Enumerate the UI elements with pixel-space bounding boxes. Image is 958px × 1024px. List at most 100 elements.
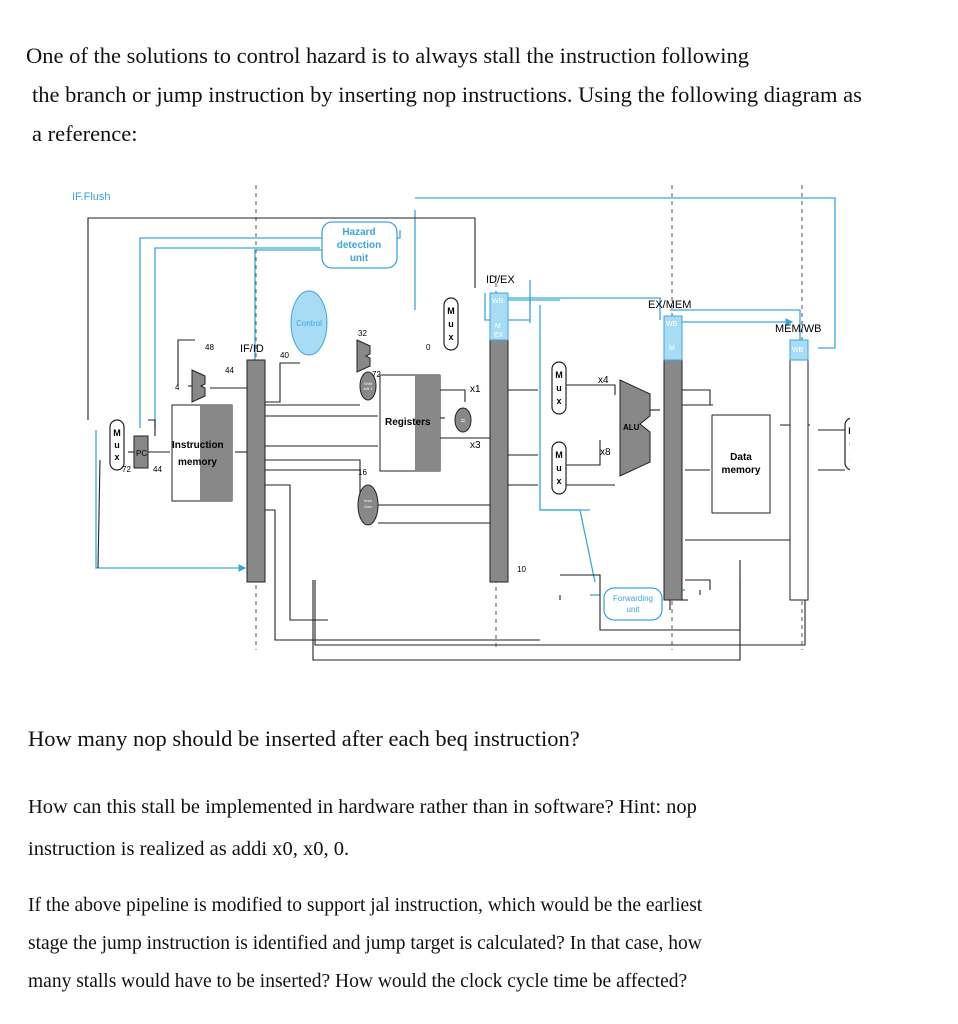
pc-mux <box>109 419 125 471</box>
id-ex-control-fields <box>489 292 509 341</box>
num-44: 44 <box>225 366 234 375</box>
pc-mux-m: M <box>113 428 121 438</box>
forwarding-unit <box>603 587 663 621</box>
num-4: 4 <box>175 383 180 392</box>
hazard-label-2: detection <box>337 240 381 251</box>
control-unit <box>290 290 328 356</box>
label-x4: x4 <box>598 375 609 386</box>
question-2-line-2: instruction is realized as addi x0, x0, … <box>28 838 350 860</box>
num-72b: 72 <box>122 465 131 474</box>
num-32: 32 <box>358 329 367 338</box>
equal-label: = <box>461 416 466 425</box>
question-3-line-2: stage the jump instruction is identified… <box>28 933 702 954</box>
forwarding-label-1: Forwarding <box>613 594 653 603</box>
forward-a-mux <box>551 361 567 415</box>
label-x1: x1 <box>470 384 481 395</box>
forward-a-mux-u: u <box>556 383 562 393</box>
dmem-label-2: memory <box>722 465 761 476</box>
num-48: 48 <box>205 343 214 352</box>
control-mux <box>443 297 459 351</box>
question-3-line-3: many stalls would have to be inserted? H… <box>28 971 688 992</box>
label-x3: x3 <box>470 440 481 451</box>
mem-wb-wb: WB <box>792 347 804 354</box>
mem-wb-register <box>789 359 809 601</box>
writeback-mux-u: u <box>849 439 850 449</box>
forward-a-mux-x: x <box>556 396 561 406</box>
imm-gen-unit <box>357 484 379 526</box>
muxes: M u x M u x M u x M u x M u x <box>109 297 850 495</box>
signal-labels: 4 48 44 40 72 72 44 32 16 0 10 x1 x3 x4 … <box>122 329 611 574</box>
if-id-label: IF/ID <box>240 343 264 355</box>
intro-line-1: One of the solutions to control hazard i… <box>26 43 749 68</box>
instruction-memory-shade <box>200 405 232 501</box>
forward-b-mux-m: M <box>555 450 563 460</box>
alu-label: ALU <box>623 423 640 432</box>
control-label: Control <box>296 319 322 328</box>
num-10: 10 <box>517 565 526 574</box>
hazard-label-3: unit <box>350 253 369 264</box>
shift-left-unit <box>359 371 377 401</box>
ex-mem-wb: WB <box>666 321 678 328</box>
intro-line-3: a reference: <box>32 121 138 146</box>
forwarding-label-2: unit <box>627 605 641 614</box>
question-2-line-1: How can this stall be implemented in har… <box>28 796 697 818</box>
imm-gen-label-2: Gen <box>364 504 372 509</box>
shift-label-1: Shift <box>364 381 373 386</box>
dmem-label-1: Data <box>730 452 752 463</box>
control-mux-u: u <box>448 319 454 329</box>
num-0: 0 <box>426 343 431 352</box>
num-44b: 44 <box>153 465 162 474</box>
forward-b-mux-u: u <box>556 463 562 473</box>
id-ex-ex: EX <box>494 332 504 339</box>
control-mux-m: M <box>447 306 455 316</box>
forward-b-mux-x: x <box>556 476 561 486</box>
mem-wb-control-fields <box>789 339 809 361</box>
writeback-mux <box>844 417 850 471</box>
pc-label: PC <box>136 449 147 458</box>
branch-adder <box>356 339 371 373</box>
imem-label-1: Instruction <box>172 440 224 451</box>
if-flush-label: IF.Flush <box>72 191 111 203</box>
id-ex-register <box>489 339 509 583</box>
ex-mem-m: M <box>669 345 675 352</box>
ex-mem-control-fields <box>663 315 683 361</box>
pc-mux-x: x <box>114 452 119 462</box>
hazard-detection-unit <box>321 221 398 269</box>
data-memory <box>711 414 771 514</box>
mem-wb-label: MEM/WB <box>775 323 821 335</box>
control-mux-x: x <box>448 332 453 342</box>
alu <box>619 379 651 477</box>
writeback-mux-m: M <box>848 426 850 436</box>
if-id-register <box>246 359 266 583</box>
id-ex-label: ID/EX <box>486 274 515 286</box>
num-72: 72 <box>372 370 381 379</box>
imm-gen-label-1: Imm <box>364 498 372 503</box>
intro-line-2: the branch or jump instruction by insert… <box>32 82 862 107</box>
hazard-label-1: Hazard <box>342 227 375 238</box>
ex-mem-label: EX/MEM <box>648 299 691 311</box>
pc-adder <box>191 369 206 403</box>
pc-register <box>133 435 149 469</box>
question-3: If the above pipeline is modified to sup… <box>28 887 928 1001</box>
shift-label-2: left 1 <box>364 386 373 391</box>
pc-mux-u: u <box>114 440 120 450</box>
question-2: How can this stall be implemented in har… <box>28 786 928 870</box>
intro-paragraph: One of the solutions to control hazard i… <box>26 36 936 153</box>
forward-a-mux-m: M <box>555 370 563 380</box>
pipeline-diagram: IF/ID WB M EX ID/EX WB M EX/MEM WB MEM/W… <box>72 185 850 661</box>
question-3-line-1: If the above pipeline is modified to sup… <box>28 895 703 916</box>
id-ex-wb: WB <box>492 298 504 305</box>
label-x8: x8 <box>600 447 611 458</box>
register-file-shade <box>415 375 440 471</box>
num-40: 40 <box>280 351 289 360</box>
black-datapath-lines <box>87 217 845 661</box>
question-1: How many nop should be inserted after ea… <box>28 726 580 751</box>
registers-label: Registers <box>385 417 431 428</box>
ex-mem-register <box>663 359 683 601</box>
num-16: 16 <box>358 468 367 477</box>
writeback-mux-x: x <box>849 452 850 462</box>
imem-label-2: memory <box>178 457 217 468</box>
equal-comparator <box>454 407 472 433</box>
forward-b-mux <box>551 441 567 495</box>
id-ex-m: M <box>495 323 501 330</box>
